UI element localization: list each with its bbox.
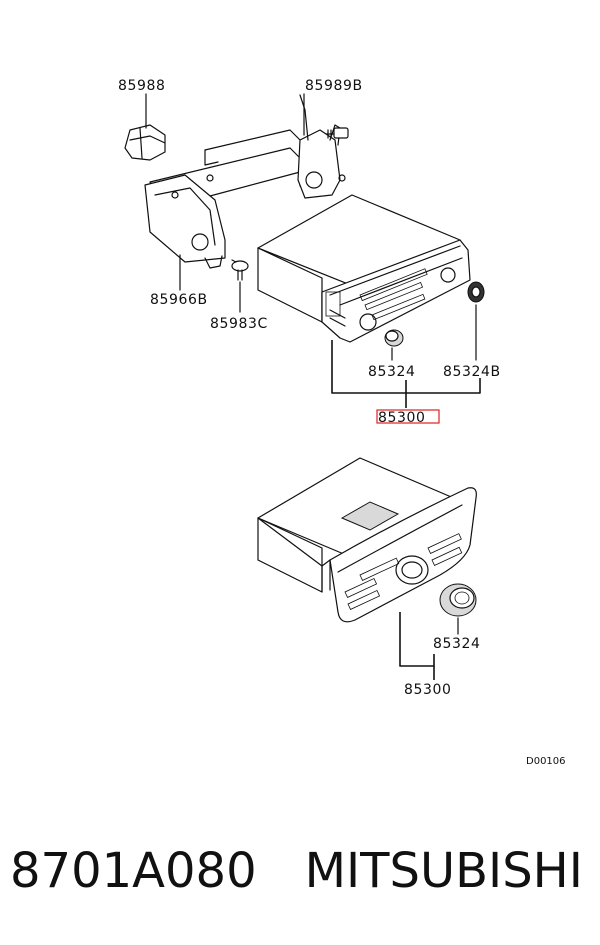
label-85988: 85988 [118, 78, 166, 94]
clip-part-85988 [124, 124, 166, 161]
knob-part-85324-upper [384, 329, 404, 347]
label-85989b: 85989B [305, 78, 363, 94]
radio-unit-upper [257, 194, 471, 343]
leader-lines-lower [399, 612, 459, 680]
caption-bar: 8701A080 MITSUBISHI [0, 836, 600, 906]
knob-part-85324b [467, 281, 485, 303]
label-85324-upper: 85324 [368, 364, 416, 380]
leader-lines-upper [145, 93, 481, 408]
radio-unit-lower [257, 457, 477, 623]
label-85300-lower: 85300 [404, 682, 452, 698]
knob-part-85324-lower [439, 583, 477, 617]
label-85324-lower: 85324 [433, 636, 481, 652]
brand-name: MITSUBISHI [304, 843, 583, 899]
part-number: 8701A080 [10, 843, 257, 899]
diagram-reference-code: D00106 [526, 756, 566, 767]
bolt-part-85989b [325, 127, 349, 139]
label-85300-upper: 85300 [378, 410, 426, 426]
highlight-box-85300 [376, 409, 440, 424]
label-85324b: 85324B [443, 364, 501, 380]
label-85983c: 85983C [210, 316, 268, 332]
screw-part-85983c [231, 259, 249, 281]
label-85966b: 85966B [150, 292, 208, 308]
mounting-bracket [144, 94, 346, 269]
